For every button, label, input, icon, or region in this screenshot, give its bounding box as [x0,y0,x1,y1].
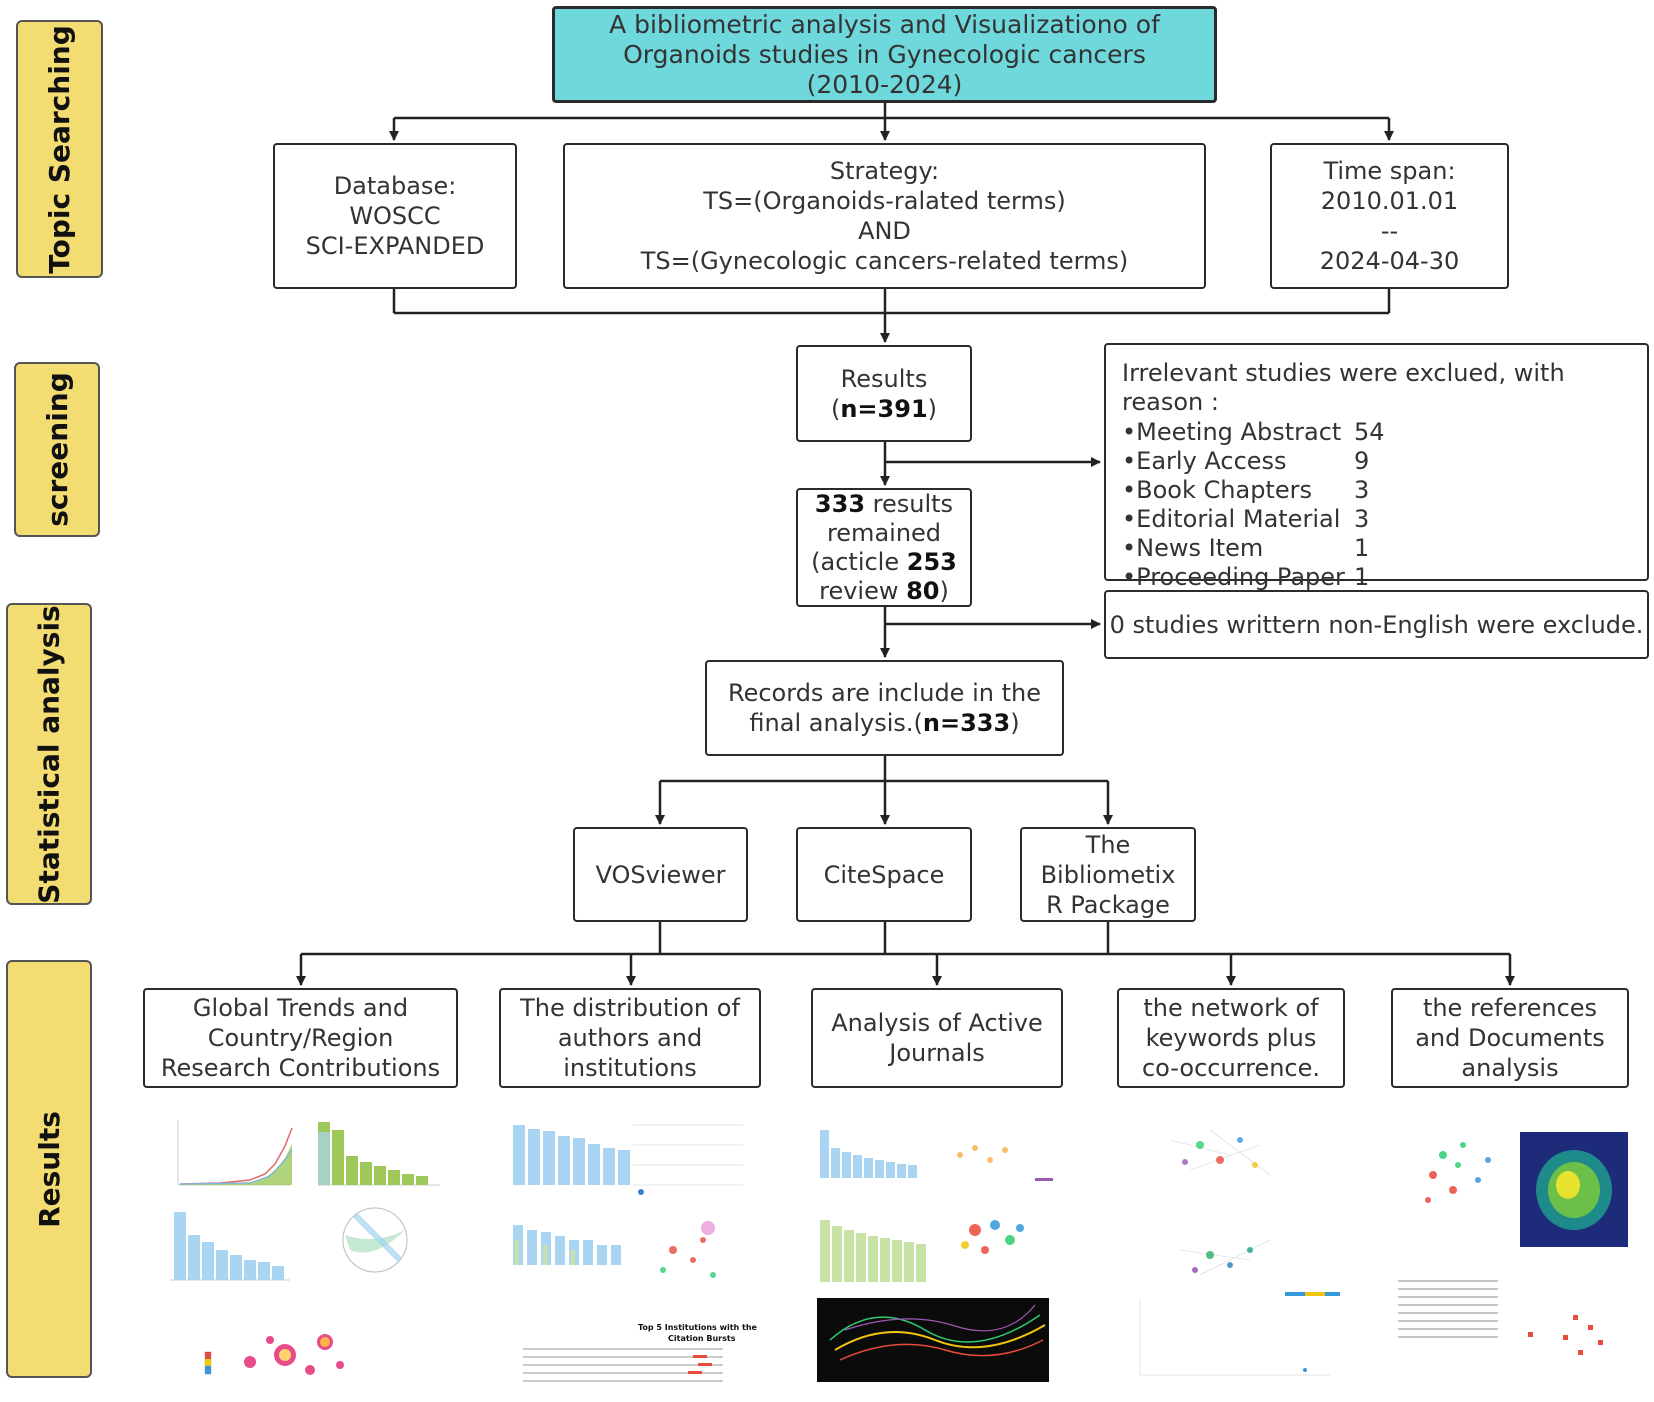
authors-institutions-thumbnails: Top 5 Institutions with the Strongest Ci… [513,1124,758,1382]
results-count: n=391 [840,394,928,423]
tool-label: VOSviewer [595,860,726,889]
stage-topic-searching: Topic Searching [16,20,103,278]
stage-label: screening [40,372,74,527]
timespan-separator: -- [1380,217,1399,245]
article-count-line: (acticle 253 [811,547,957,576]
references-thumbnails [1398,1132,1628,1355]
title-line: A bibliometric analysis and Visualizatio… [609,9,1160,39]
strategy-label: Strategy: [829,157,940,185]
institutions-table-subtitle: Citation Bursts [668,1334,736,1343]
remained-box: 333 results remained (acticle 253 review… [796,488,972,607]
keywords-thumbnails [1139,1129,1340,1376]
stage-screening: screening [14,362,100,537]
database-index: SCI-EXPANDED [305,232,485,260]
institutions-table-title: Top 5 Institutions with the Strongest [638,1323,758,1332]
remained-line: 333 results [814,489,954,518]
bibliometrix-box: The Bibliometix R Package [1020,827,1196,922]
final-count-line: final analysis.(n=333) [749,709,1020,737]
global-trends-thumbnails [170,1120,440,1375]
strategy-term-2: TS=(Gynecologic cancers-related terms) [640,247,1129,275]
stage-statistical-analysis: Statistical analysis [6,603,92,905]
tool-label: R Package [1046,890,1170,919]
final-line: Records are include in the [728,679,1041,707]
citespace-box: CiteSpace [796,827,972,922]
timespan-end: 2024-04-30 [1319,247,1460,275]
database-box: Database: WOSCC SCI-EXPANDED [273,143,517,289]
stage-results: Results [6,960,92,1378]
tool-label: Bibliometix [1040,860,1176,889]
stage-label: Topic Searching [43,24,77,274]
timespan-start: 2010.01.01 [1320,187,1459,215]
exclusion-heading: Irrelevant studies were exclued, with re… [1122,359,1565,416]
journals-thumbnails [817,1130,1053,1382]
results-count-line: (n=391) [830,394,938,423]
timespan-box: Time span: 2010.01.01 -- 2024-04-30 [1270,143,1509,289]
title-line: Organoids studies in Gynecologic cancers [623,39,1146,69]
non-english-box: 0 studies writtern non-English were excl… [1104,590,1649,659]
non-english-text: 0 studies writtern non-English were excl… [1109,610,1644,639]
strategy-term-1: TS=(Organoids-ralated terms) [703,187,1066,215]
database-label: Database: [333,172,457,200]
strategy-box: Strategy: TS=(Organoids-ralated terms) A… [563,143,1206,289]
final-analysis-box: Records are include in the final analysi… [705,660,1064,756]
final-count: n=333 [922,709,1011,737]
stage-label: Results [32,1110,66,1228]
remained-line: remained [826,518,942,547]
results-label: Results [840,364,928,393]
stage-label: Statistical analysis [32,604,66,904]
strategy-operator: AND [858,217,911,245]
review-count-line: review 80) [819,576,949,605]
tool-label: CiteSpace [823,860,945,889]
results-box: Results (n=391) [796,345,972,442]
exclusion-box: Irrelevant studies were exclued, with re… [1104,343,1649,591]
database-name: WOSCC [349,202,441,230]
tool-label: The [1085,830,1131,859]
title-line: (2010-2024) [806,69,963,99]
title-box: A bibliometric analysis and Visualizatio… [552,6,1217,103]
timespan-label: Time span: [1323,157,1456,185]
vosviewer-box: VOSviewer [573,827,748,922]
